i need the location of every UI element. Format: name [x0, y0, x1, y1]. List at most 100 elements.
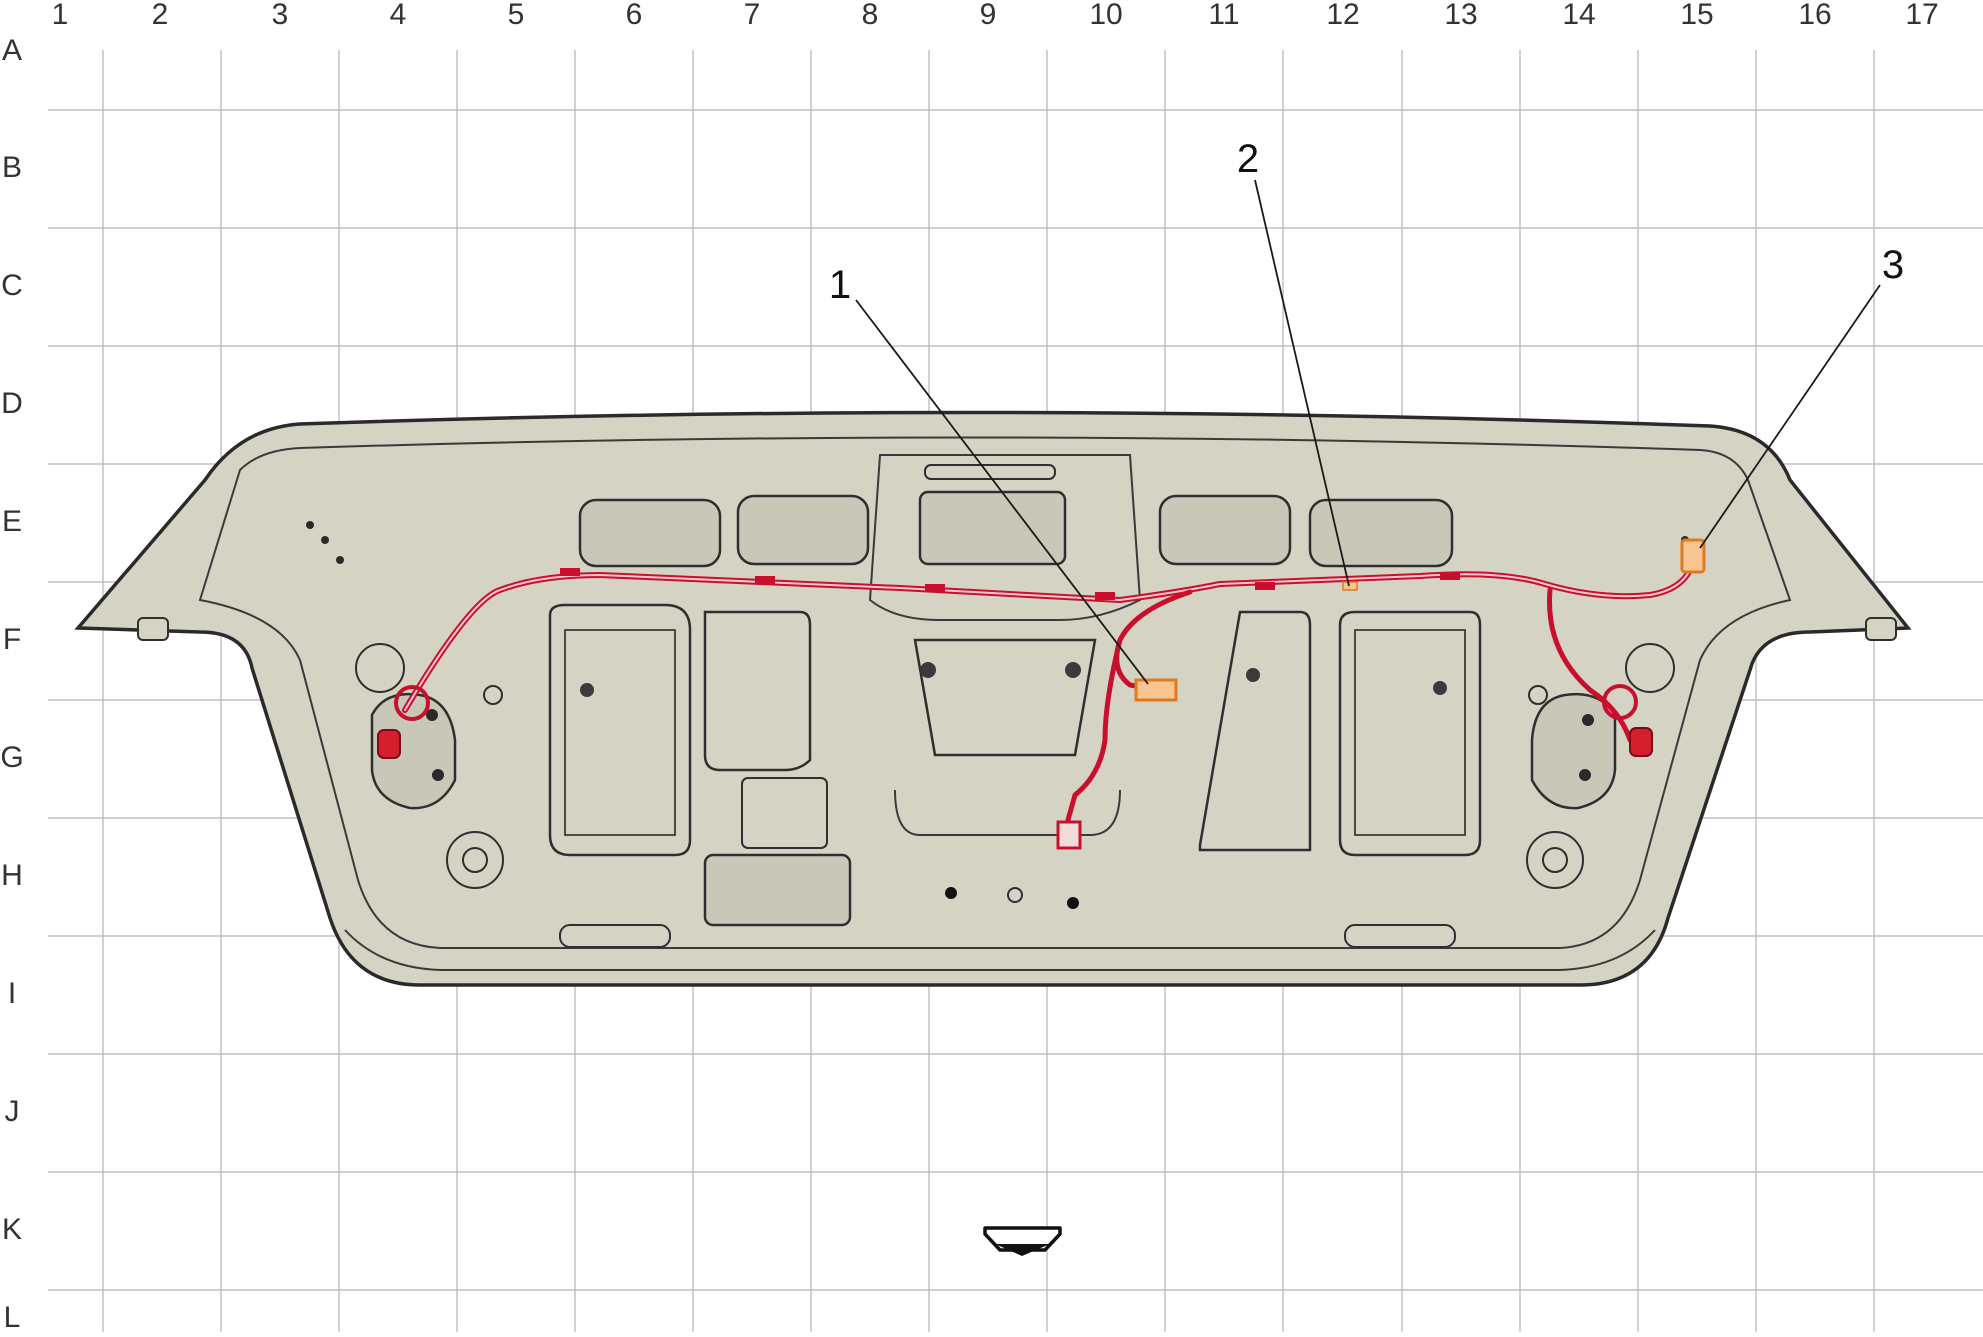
- centre-raised-frame: [868, 454, 1142, 621]
- harness-clip: [925, 584, 945, 592]
- bolt-1: [920, 662, 936, 678]
- lower-opening-left2: [703, 610, 812, 772]
- lower-pad-left: [559, 924, 671, 948]
- lamp-pocket-right: [1530, 692, 1617, 810]
- round-boss-right-lower: [1526, 831, 1584, 889]
- round-boss-left-upper: [355, 643, 405, 693]
- bolt-6: [945, 887, 957, 899]
- row-label: J: [5, 1095, 20, 1128]
- harness-clip: [1440, 572, 1460, 580]
- column-label: 9: [980, 0, 997, 31]
- round-boss-right-upper: [1625, 643, 1675, 693]
- harness-clip: [1255, 582, 1275, 590]
- grommet-right: [1528, 685, 1548, 705]
- column-label: 10: [1089, 0, 1122, 31]
- column-label: 7: [744, 0, 761, 31]
- orange-connectors: [1134, 538, 1706, 702]
- column-label: 15: [1680, 0, 1713, 31]
- callout-leaders: [855, 179, 1881, 685]
- row-label: C: [1, 269, 23, 302]
- leader-line-2: [1254, 179, 1350, 587]
- harness-loop-right: [1602, 684, 1638, 720]
- row-label: H: [1, 859, 23, 892]
- column-label: 6: [626, 0, 643, 31]
- row-label: D: [1, 387, 23, 420]
- callout-1: 1: [829, 263, 851, 307]
- lower-opening-right-inner: [1354, 629, 1466, 836]
- harness-branch-centre: [1065, 589, 1193, 823]
- leader-line-3: [1699, 284, 1881, 549]
- screw-left-1: [426, 709, 438, 721]
- harness-clip: [755, 576, 775, 584]
- row-label: K: [2, 1213, 22, 1246]
- forward-direction-arrow-icon: [983, 1226, 1062, 1256]
- column-label: 8: [862, 0, 879, 31]
- hole-2: [321, 536, 329, 544]
- upper-recess-3: [918, 490, 1067, 566]
- callout-2: 2: [1237, 137, 1259, 181]
- bumper-left: [137, 617, 169, 641]
- column-label: 3: [272, 0, 289, 31]
- upper-recess-5: [1308, 498, 1454, 568]
- harness-clip: [1095, 592, 1115, 600]
- hole-3: [336, 556, 344, 564]
- trunk-lid-panel: [74, 410, 1912, 987]
- column-label: 17: [1905, 0, 1938, 31]
- column-label: 4: [390, 0, 407, 31]
- column-label: 11: [1208, 0, 1239, 31]
- callout-3: 3: [1882, 243, 1904, 287]
- lower-opening-right2: [1198, 610, 1312, 852]
- panel-lower-lip: [344, 929, 1656, 971]
- row-label: E: [2, 505, 22, 538]
- bolt-5: [1433, 681, 1447, 695]
- callout-labels: 1 2 3: [829, 137, 1904, 307]
- round-boss-right-lower-inner: [1542, 847, 1568, 873]
- leader-line-1: [855, 299, 1149, 685]
- bumper-right: [1865, 617, 1897, 641]
- row-label: B: [2, 151, 22, 184]
- round-boss-left-lower-inner: [462, 847, 488, 873]
- hole-1: [306, 521, 314, 529]
- panel-inner-rim: [198, 436, 1792, 949]
- connector-1: [1134, 678, 1178, 702]
- column-label: 16: [1798, 0, 1831, 31]
- screw-right-2: [1579, 769, 1591, 781]
- centre-screw: [1007, 887, 1023, 903]
- harness-clip: [560, 568, 580, 576]
- connector-3: [1680, 538, 1706, 574]
- grommet-left: [483, 685, 503, 705]
- column-label: 5: [508, 0, 525, 31]
- screw-left-2: [432, 769, 444, 781]
- lower-opening-right-outer: [1338, 610, 1482, 857]
- screw-right-1: [1582, 714, 1594, 726]
- row-labels: A B C D E F G H I J K L: [0, 34, 23, 1334]
- bolt-4: [1246, 668, 1260, 682]
- centre-plate: [913, 638, 1097, 757]
- column-label: 2: [152, 0, 169, 31]
- row-label: L: [4, 1301, 21, 1332]
- round-boss-left-lower: [446, 831, 504, 889]
- connector-2: [1342, 581, 1358, 591]
- upper-recess-2: [736, 494, 870, 566]
- upper-recess-4: [1158, 494, 1292, 566]
- row-label: A: [2, 34, 22, 67]
- lamp-connectors: [377, 727, 1653, 850]
- harness-main-trunk-core: [404, 569, 1691, 711]
- connector-centre-lower: [1056, 820, 1082, 850]
- row-label: F: [3, 623, 21, 656]
- latch-housing: [703, 853, 852, 927]
- column-label: 13: [1444, 0, 1477, 31]
- lower-opening-left-outer: [548, 603, 692, 857]
- harness-loop-left: [394, 685, 430, 721]
- row-label: I: [8, 977, 16, 1010]
- bolt-2: [1065, 662, 1081, 678]
- lamp-connector-left: [377, 729, 401, 759]
- lamp-connector-right: [1629, 727, 1653, 757]
- row-label: G: [0, 741, 23, 774]
- latch-recess: [741, 777, 828, 849]
- column-label: 14: [1562, 0, 1595, 31]
- lower-opening-left-inner: [564, 629, 676, 836]
- column-label: 12: [1326, 0, 1359, 31]
- centre-lower-plate: [894, 789, 1121, 836]
